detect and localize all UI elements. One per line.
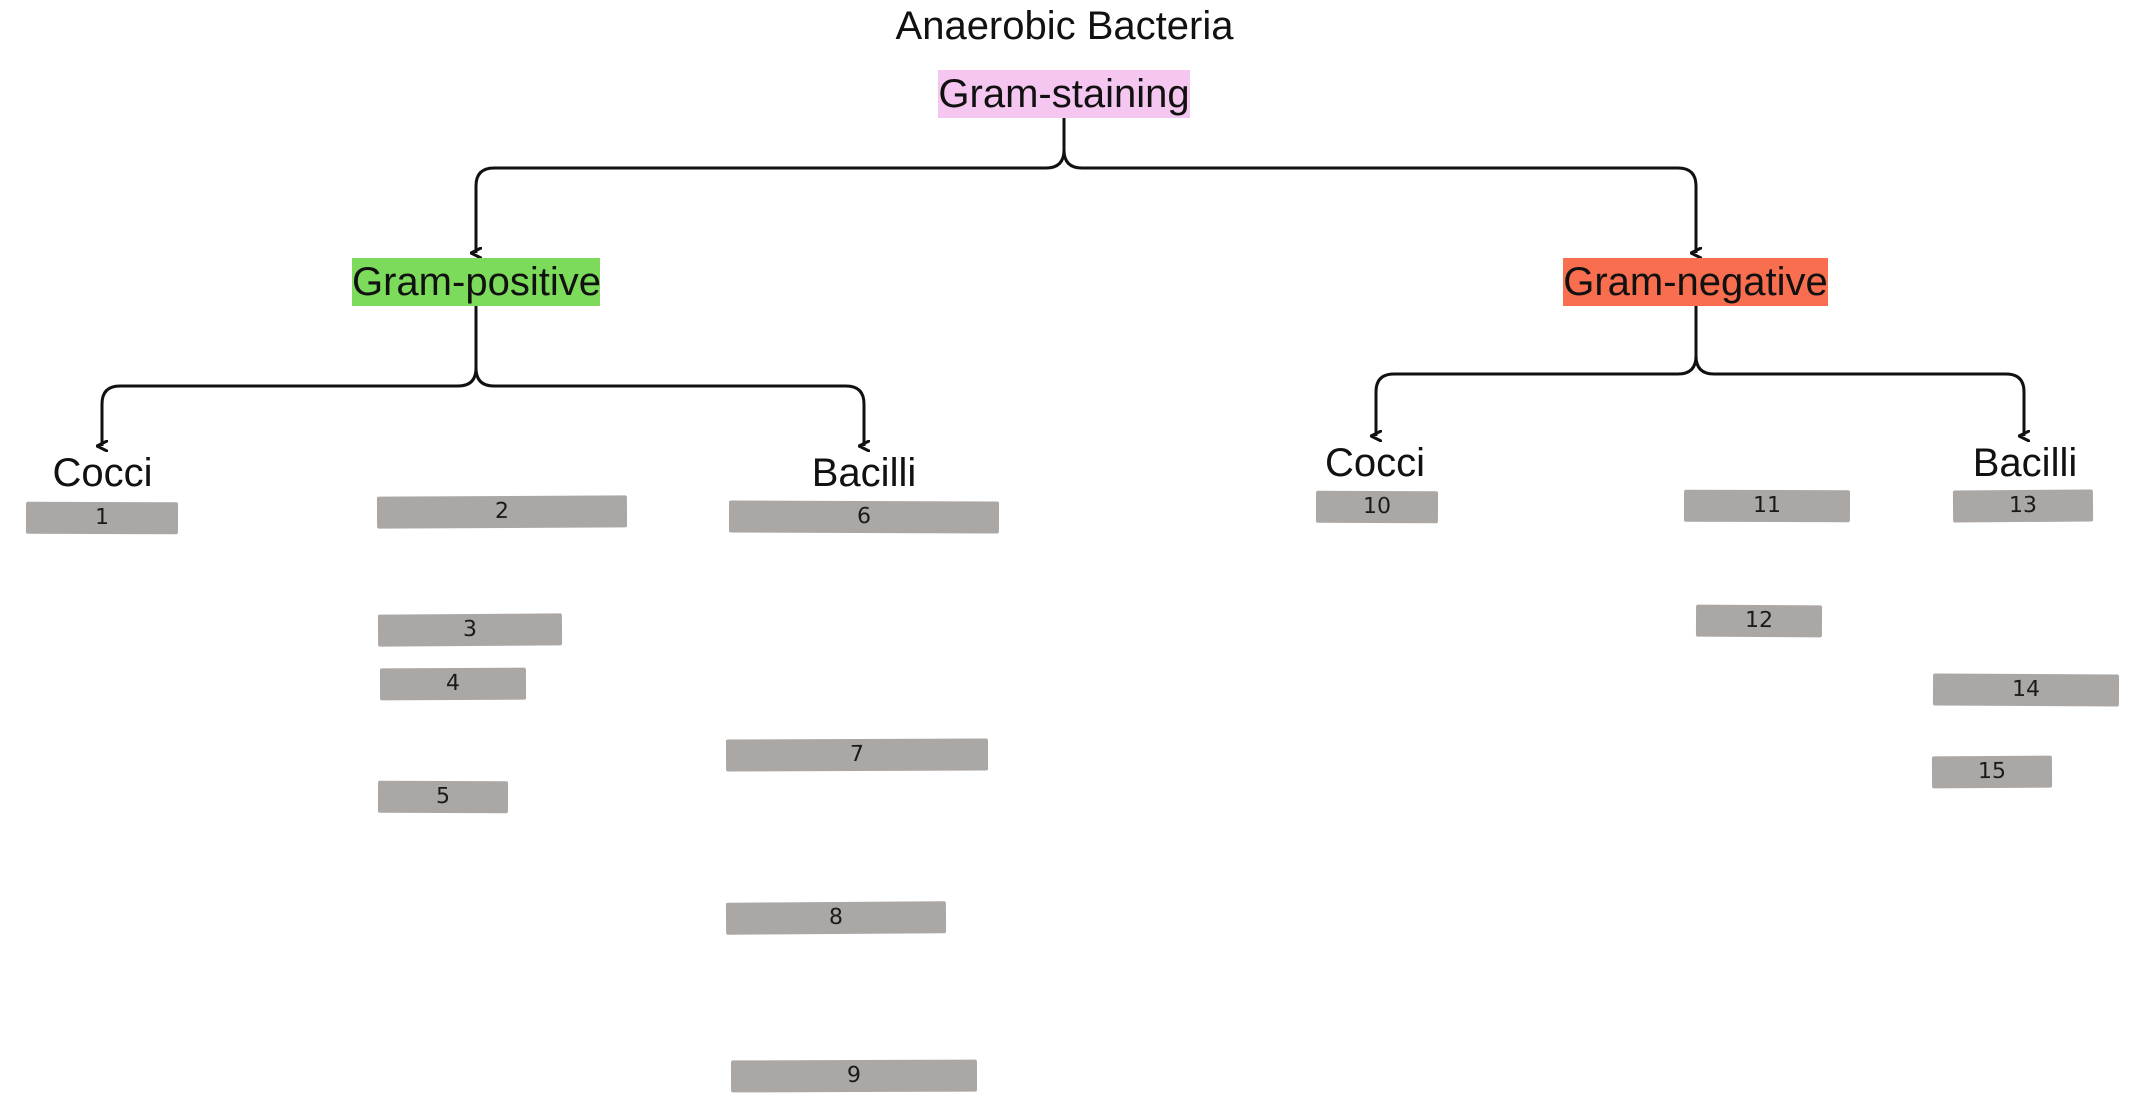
answer-box-15[interactable]: 15 <box>1931 755 2053 789</box>
gram-positive-bacilli-label: Bacilli <box>811 451 917 495</box>
answer-box-3[interactable]: 3 <box>377 613 563 647</box>
answer-box-9[interactable]: 9 <box>730 1059 978 1093</box>
answer-box-6[interactable]: 6 <box>728 500 1000 534</box>
gram-positive-cocci-label: Cocci <box>52 451 153 495</box>
gram-negative-node: Gram-negative <box>1563 258 1828 306</box>
answer-box-1[interactable]: 1 <box>25 501 179 535</box>
answer-box-12[interactable]: 12 <box>1695 604 1823 638</box>
connector-positive-to-bacilli <box>474 367 864 446</box>
connector-root-to-negative <box>1062 149 1696 253</box>
answer-box-11[interactable]: 11 <box>1683 489 1851 523</box>
answer-box-13[interactable]: 13 <box>1952 489 2094 523</box>
diagram-title: Anaerobic Bacteria <box>895 4 1234 48</box>
gram-negative-cocci-label: Cocci <box>1324 441 1426 485</box>
gram-negative-bacilli-label: Bacilli <box>1972 441 2078 485</box>
answer-box-2[interactable]: 2 <box>376 495 628 529</box>
answer-box-10[interactable]: 10 <box>1315 490 1439 524</box>
gram-positive-node: Gram-positive <box>352 258 601 306</box>
connector-negative-to-bacilli <box>1694 355 2024 436</box>
answer-box-4[interactable]: 4 <box>379 667 527 701</box>
answer-box-5[interactable]: 5 <box>377 780 509 814</box>
answer-box-14[interactable]: 14 <box>1932 673 2120 707</box>
answer-box-8[interactable]: 8 <box>725 901 947 935</box>
gram-staining-node: Gram-staining <box>938 70 1190 118</box>
connector-root-to-positive <box>476 118 1066 253</box>
connector-positive-to-cocci <box>102 306 478 446</box>
connector-negative-to-cocci <box>1376 306 1698 436</box>
answer-box-7[interactable]: 7 <box>725 738 989 772</box>
